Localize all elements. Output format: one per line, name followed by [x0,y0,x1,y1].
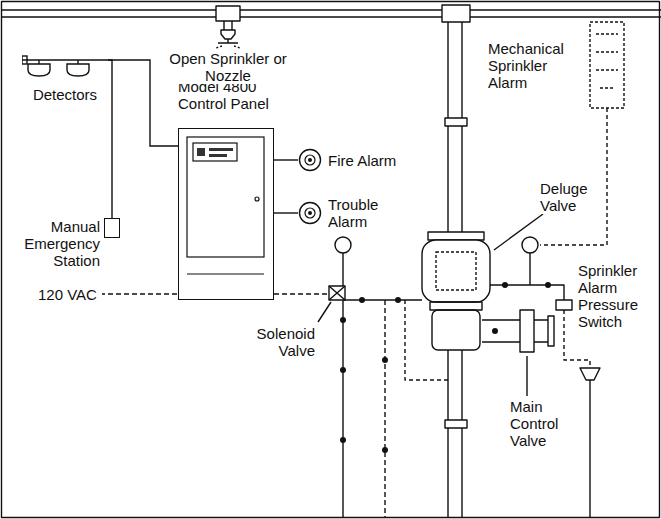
node-label: Manual Emergency Station [18,218,100,269]
component-label: Mechanical Sprinkler Alarm [488,40,573,91]
component-label: 120 VAC [38,286,102,303]
detector-head [67,60,89,76]
detector-node: Detectors [22,46,108,103]
node-label: Fire Alarm [328,152,408,169]
door-knob [255,197,259,201]
mount [22,56,27,64]
panel-face [179,129,272,298]
bell-inner [305,155,315,165]
detector-head [28,60,50,76]
component-label: Open Sprinkler or Nozzle [168,50,288,84]
bell-outer [300,150,321,171]
detector-wire [22,59,108,60]
control-panel: Model 4800 Control Panel [178,78,274,300]
panel-door [187,137,264,257]
display-mark [209,148,233,151]
node-label: Detectors [22,86,108,103]
component-label: Deluge Valve [540,180,595,214]
fire-alarm: Fire Alarm [298,148,408,172]
component-label: Sprinkler Alarm Pressure Switch [578,262,652,330]
manual-station: Manual Emergency Station [18,218,122,269]
signal-wire [274,212,298,213]
panel-line [187,273,264,274]
bell-dot [308,211,312,215]
alarm-bell-symbol [298,148,322,172]
component-label: Solenoid Valve [245,325,315,359]
trouble-alarm: Trouble Alarm [298,196,394,230]
bell-dot [308,158,312,162]
bell-inner [305,208,315,218]
detector-symbols [22,46,108,84]
signal-wire [108,60,112,218]
bell-outer [300,203,321,224]
component-label: Main Control Valve [510,398,570,449]
signal-wire [274,159,298,160]
station-box [104,218,120,238]
panel-housing [178,128,274,300]
display-mark [209,154,227,157]
display-mark [197,148,205,156]
panel-display [193,143,237,161]
node-label: Trouble Alarm [328,196,394,230]
alarm-bell-symbol [298,201,322,225]
